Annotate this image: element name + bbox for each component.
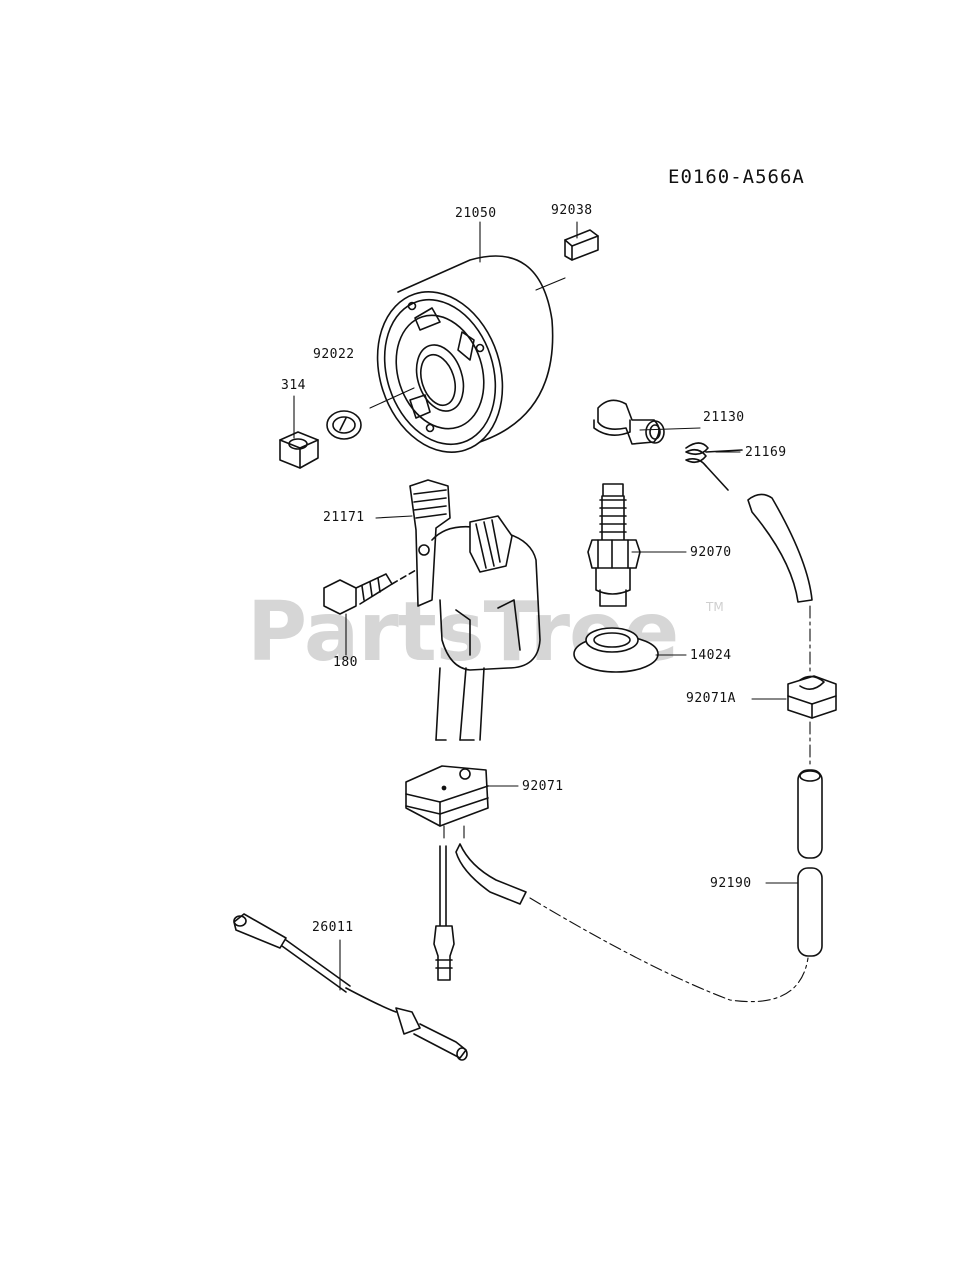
assembly-lines: [443, 605, 811, 1003]
washer-part-92022[interactable]: [326, 410, 362, 440]
spring-part-21169[interactable]: [685, 442, 743, 491]
diagram-reference-code: E0160-A566A: [668, 166, 805, 188]
key-part-92038[interactable]: [564, 229, 599, 261]
callout-21171[interactable]: 21171: [323, 510, 365, 525]
grommet-part-92071a[interactable]: [787, 675, 837, 719]
spark-plug-part-92070[interactable]: [587, 483, 641, 607]
callout-180[interactable]: 180: [333, 655, 358, 670]
callout-92071a[interactable]: 92071A: [686, 691, 736, 706]
callout-21130[interactable]: 21130: [703, 410, 745, 425]
callout-21050[interactable]: 21050: [455, 206, 497, 221]
grommet-part-92071[interactable]: [405, 765, 489, 827]
spark-plug-cap-part-21130[interactable]: [593, 399, 665, 445]
ignition-coil-part-21171[interactable]: [409, 479, 541, 741]
callout-14024[interactable]: 14024: [690, 648, 732, 663]
flywheel-part-21050[interactable]: [358, 255, 554, 469]
trademark-mark: TM: [706, 600, 724, 614]
lead-wire-part-26011[interactable]: [233, 913, 468, 1061]
callout-92038[interactable]: 92038: [551, 203, 593, 218]
bolt-part-180[interactable]: [323, 569, 417, 615]
callout-92190[interactable]: 92190: [710, 876, 752, 891]
leader-lines: [293, 221, 799, 991]
high-tension-lead[interactable]: [433, 843, 527, 981]
callout-314[interactable]: 314: [281, 378, 306, 393]
hose-part-92190[interactable]: [747, 493, 823, 957]
callout-92071[interactable]: 92071: [522, 779, 564, 794]
nut-part-314[interactable]: [279, 431, 319, 469]
gasket-part-14024[interactable]: [573, 627, 659, 673]
callout-21169[interactable]: 21169: [745, 445, 787, 460]
callout-92070[interactable]: 92070: [690, 545, 732, 560]
callout-26011[interactable]: 26011: [312, 920, 354, 935]
callout-92022[interactable]: 92022: [313, 347, 355, 362]
